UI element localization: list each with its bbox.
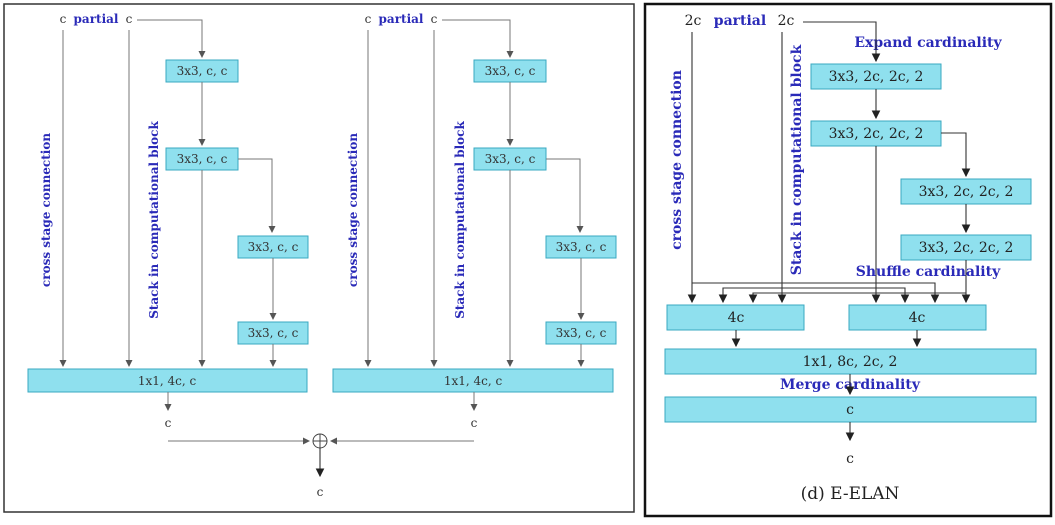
eelan-block-3-label: 3x3, 2c, 2c, 2 xyxy=(919,184,1014,200)
merge-block-label: c xyxy=(846,402,854,418)
group-right-label: 4c xyxy=(909,310,926,326)
b2-to-b3 xyxy=(238,158,276,233)
eelan-block-2-label: 3x3, 2c, 2c, 2 xyxy=(829,126,924,142)
eelan-block-1-label: 3x3, 2c, 2c, 2 xyxy=(829,69,924,85)
csp-label: cross stage connection xyxy=(39,133,53,287)
eelan-block-2 xyxy=(810,120,942,147)
expand-cardinality-label: Expand cardinality xyxy=(854,35,1002,51)
input-2c-right: 2c xyxy=(778,13,795,29)
output-c: c xyxy=(165,416,172,430)
input-c-left: c xyxy=(365,12,372,26)
eelan-block-4-label: 3x3, 2c, 2c, 2 xyxy=(919,240,1014,256)
stack-label: Stack in computational block xyxy=(453,121,467,319)
shuffle-7 xyxy=(748,292,966,304)
input-partial-label: partial xyxy=(74,12,119,26)
input-partial-label: partial xyxy=(714,13,766,29)
left-panel: c partial c cross stage connection Stack… xyxy=(3,3,635,513)
left-module-b: c partial c cross stage connection Stack… xyxy=(330,12,617,445)
shuffle-cardinality-label: Shuffle cardinality xyxy=(856,264,1001,280)
merge-block xyxy=(664,396,1037,423)
block-2-label: 3x3, c, c xyxy=(177,152,228,166)
input-c-left: c xyxy=(60,12,67,26)
block-2-label: 3x3, c, c xyxy=(485,152,536,166)
partial-to-block1 xyxy=(442,19,514,58)
group-left xyxy=(666,304,805,331)
csp-label: cross stage connection xyxy=(669,70,685,250)
stack-label: Stack in computational block xyxy=(147,121,161,319)
input-c-right: c xyxy=(431,12,438,26)
eelan-block-3 xyxy=(900,178,1032,205)
csp-label: cross stage connection xyxy=(346,133,360,287)
b2-to-b3 xyxy=(941,132,971,178)
right-panel: 2c partial 2c Expand cardinality cross s… xyxy=(643,2,1053,518)
input-partial-label: partial xyxy=(379,12,424,26)
b2-to-b3 xyxy=(546,158,584,233)
input-c-right: c xyxy=(126,12,133,26)
left-module-a: c partial c cross stage connection Stack… xyxy=(27,12,310,445)
final-output-c: c xyxy=(317,485,324,499)
partial-to-block1 xyxy=(137,19,206,58)
block-3-label: 3x3, c, c xyxy=(556,240,607,254)
eelan-output-c: c xyxy=(846,451,854,467)
stack-label: Stack in computational block xyxy=(789,44,805,275)
group-right xyxy=(848,304,987,331)
transition-block xyxy=(332,368,614,393)
block-3-label: 3x3, c, c xyxy=(248,240,299,254)
block-1-label: 3x3, c, c xyxy=(177,64,228,78)
output-c: c xyxy=(471,416,478,430)
transition-label: 1x1, 4c, c xyxy=(444,374,503,388)
shuffle-5 xyxy=(718,287,876,304)
transition-label: 1x1, 4c, c xyxy=(138,374,197,388)
eelan-transition-label: 1x1, 8c, 2c, 2 xyxy=(803,354,898,370)
block-4-label: 3x3, c, c xyxy=(248,326,299,340)
partial-to-block1 xyxy=(803,21,881,63)
group-left-label: 4c xyxy=(728,310,745,326)
left-panel-frame xyxy=(3,3,635,513)
block-4-label: 3x3, c, c xyxy=(556,326,607,340)
shuffle-6 xyxy=(876,282,940,304)
input-2c-left: 2c xyxy=(685,13,702,29)
eelan-block-4 xyxy=(900,234,1032,261)
figure-caption: (d) E-ELAN xyxy=(801,484,900,504)
block-1-label: 3x3, c, c xyxy=(485,64,536,78)
